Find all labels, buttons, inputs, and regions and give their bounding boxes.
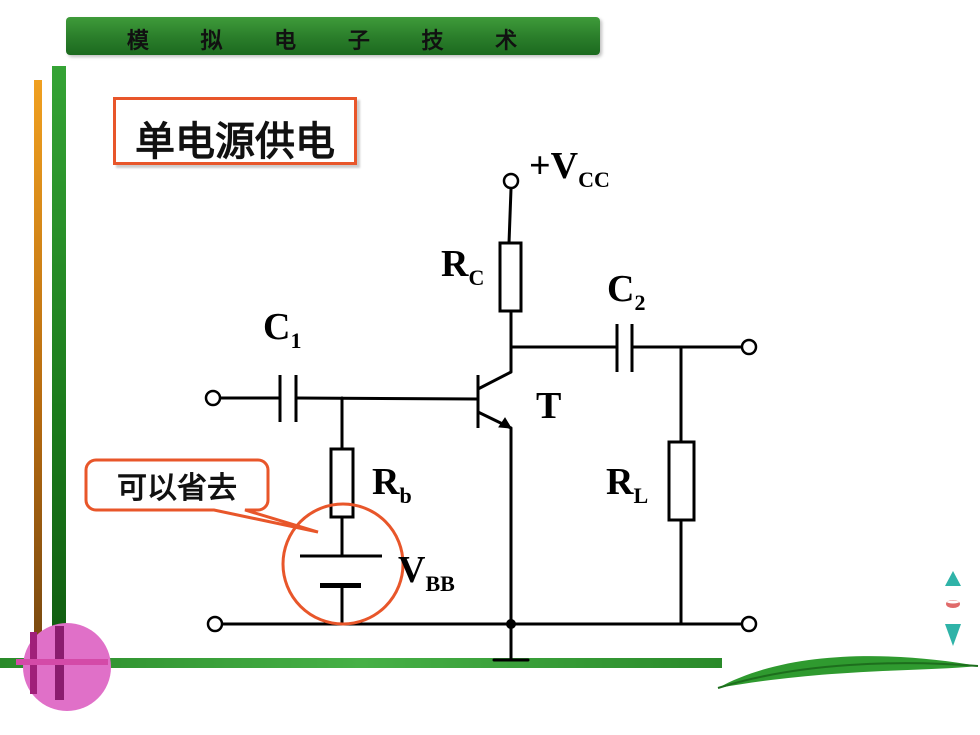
callout-text: 可以省去	[117, 471, 237, 506]
label-rc: RC	[441, 243, 484, 290]
output-terminal	[740, 338, 758, 356]
callout-bubble	[84, 458, 319, 534]
label-rl: RL	[606, 461, 648, 508]
label-vcc: +VCC	[529, 145, 610, 192]
input-terminal	[204, 389, 222, 407]
ground-left-terminal	[206, 615, 224, 633]
decor-green-swoosh	[718, 656, 978, 688]
page-title: 单电源供电	[135, 119, 335, 165]
vcc-terminal	[502, 172, 520, 190]
label-transistor: T	[536, 385, 561, 427]
title-box: 单电源供电	[113, 97, 357, 165]
highlight-circle	[281, 502, 405, 626]
label-c1: C1	[263, 306, 301, 353]
resistor-rb	[329, 447, 355, 519]
nav-down-icon[interactable]	[945, 624, 961, 646]
junction-dot	[506, 619, 516, 629]
battery-vbb	[300, 554, 382, 588]
left-orange-stripe	[34, 80, 42, 640]
bottom-green-bar	[0, 658, 722, 668]
left-green-stripe	[52, 66, 66, 666]
resistor-rc	[498, 241, 523, 313]
nav-dot-icon[interactable]	[946, 600, 960, 608]
header-bar: 模 拟 电 子 技 术	[66, 17, 600, 55]
header-title: 模 拟 电 子 技 术	[126, 28, 540, 54]
resistor-rl	[667, 440, 696, 522]
ground-right-terminal	[740, 615, 758, 633]
transistor-t	[476, 370, 512, 430]
decor-pink-circle	[16, 623, 111, 711]
label-rb: Rb	[372, 461, 412, 508]
label-vbb: VBB	[398, 549, 455, 596]
label-c2: C2	[607, 268, 645, 315]
nav-up-icon[interactable]	[945, 571, 961, 586]
